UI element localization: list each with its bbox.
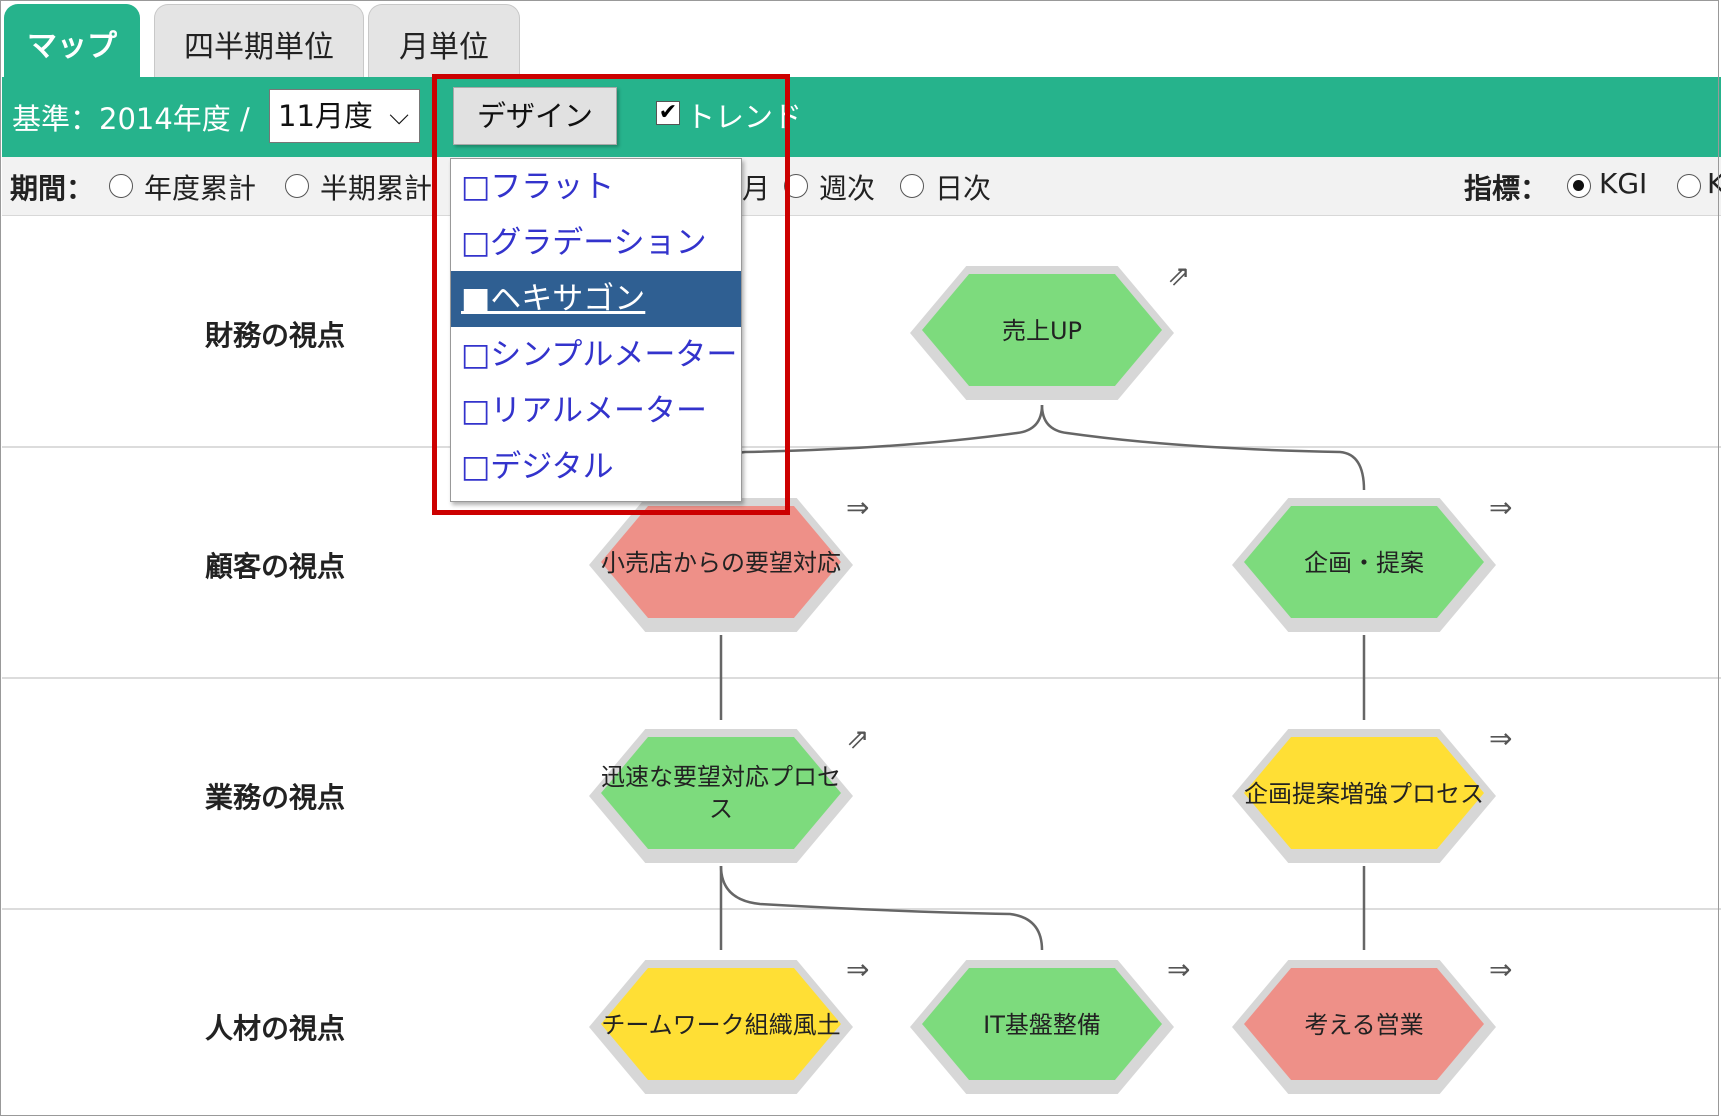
connector-line xyxy=(719,865,1044,951)
trend-flat-icon: ⇒ xyxy=(1167,953,1190,986)
row-label-finance: 財務の視点 xyxy=(205,319,346,352)
radio-yearly[interactable] xyxy=(109,174,133,198)
row-divider xyxy=(2,677,1721,679)
connector-line xyxy=(1040,404,1366,491)
design-option-hexagon[interactable]: ■ヘキサゴン xyxy=(451,271,741,327)
tab-quarterly[interactable]: 四半期単位 xyxy=(154,4,364,80)
node-label: 考える営業 xyxy=(1304,1011,1423,1039)
view-tabs: マップ 四半期単位 月単位 xyxy=(2,2,1721,80)
option-halfyear: 半期累計 xyxy=(320,172,433,205)
objective-node-planproc[interactable]: 企画提案増強プロセス⇒ xyxy=(1232,722,1512,863)
objective-node-team[interactable]: チームワーク組織風土⇒ xyxy=(589,953,869,1094)
month-select[interactable]: 11月度 ⌵ xyxy=(269,89,420,143)
node-status-fill xyxy=(601,737,841,849)
option-yearly: 年度累計 xyxy=(144,172,257,205)
node-label: 迅速な要望対応プロセス xyxy=(601,763,841,823)
node-status-fill xyxy=(922,274,1162,386)
design-dropdown: □フラット □グラデーション ■ヘキサゴン □シンプルメーター □リアルメーター… xyxy=(450,158,742,502)
indicator-label: 指標： xyxy=(1464,172,1549,205)
node-status-fill xyxy=(922,968,1162,1080)
period-bar: 期間： 年度累計 半期累計 月 週次 日次 指標： KGI K xyxy=(2,157,1721,216)
chevron-down-icon: ⌵ xyxy=(389,101,409,131)
node-label: IT基盤整備 xyxy=(983,1011,1101,1039)
radio-daily[interactable] xyxy=(900,174,924,198)
trend-flat-icon: ⇒ xyxy=(1489,491,1512,524)
trend-up-icon: ⇗ xyxy=(1167,259,1190,292)
month-value: 11月度 xyxy=(278,99,373,133)
option-kgi: KGI xyxy=(1599,167,1648,200)
radio-kgi[interactable] xyxy=(1567,174,1591,198)
trend-label: トレンド xyxy=(686,100,803,134)
trend-checkbox[interactable]: ✔ xyxy=(656,101,680,125)
node-label: 企画提案増強プロセス xyxy=(1244,780,1484,808)
node-label: チームワーク組織風土 xyxy=(601,1011,840,1039)
trend-flat-icon: ⇒ xyxy=(1489,953,1512,986)
objective-node-plan[interactable]: 企画・提案 ⇒ xyxy=(1232,491,1512,632)
option-month: 月 xyxy=(742,172,771,205)
objective-node-it[interactable]: IT基盤整備 ⇒ xyxy=(910,953,1190,1094)
objective-node-process[interactable]: 迅速な要望対応プロセス⇗ xyxy=(589,722,869,863)
node-label: 売上UP xyxy=(1002,317,1082,345)
highlight-frame xyxy=(432,74,790,515)
radio-halfyear[interactable] xyxy=(285,174,309,198)
row-label-people: 人材の視点 xyxy=(205,1012,346,1045)
design-option-gradation[interactable]: □グラデーション xyxy=(461,225,707,261)
toolbar: 基準：2014年度 / 11月度 ⌵ デザイン ✔ トレンド xyxy=(2,77,1721,157)
design-option-simple-meter[interactable]: □シンプルメーター xyxy=(461,337,738,373)
trend-flat-icon: ⇒ xyxy=(1489,722,1512,755)
node-label: 小売店からの要望対応 xyxy=(601,549,841,577)
trend-flat-icon: ⇒ xyxy=(846,491,869,524)
design-option-flat[interactable]: □フラット xyxy=(461,169,615,205)
node-label: 企画・提案 xyxy=(1304,549,1424,577)
connectors xyxy=(719,404,1366,951)
nodes-layer: 売上UP⇗小売店からの要望対応⇒企画・提案⇒迅速な要望対応プロセス⇗企画提案増強… xyxy=(589,259,1512,1094)
node-status-fill xyxy=(1244,968,1484,1080)
period-label: 期間： xyxy=(10,172,95,205)
objective-node-sales[interactable]: 売上UP ⇗ xyxy=(910,259,1190,400)
node-status-fill xyxy=(1244,506,1484,618)
tab-map[interactable]: マップ xyxy=(4,4,140,80)
node-status-fill xyxy=(601,968,841,1080)
option-kpi: K xyxy=(1707,167,1721,200)
design-option-real-meter[interactable]: □リアルメーター xyxy=(461,393,707,429)
objective-node-retail[interactable]: 小売店からの要望対応⇒ xyxy=(589,491,869,632)
tab-monthly[interactable]: 月単位 xyxy=(368,4,520,80)
row-label-customer: 顧客の視点 xyxy=(205,550,346,583)
node-status-fill xyxy=(601,506,841,618)
option-weekly: 週次 xyxy=(819,172,876,205)
trend-up-icon: ⇗ xyxy=(846,722,869,755)
row-label-process: 業務の視点 xyxy=(205,781,346,814)
trend-flat-icon: ⇒ xyxy=(846,953,869,986)
design-option-digital[interactable]: □デジタル xyxy=(461,449,614,485)
standard-year-label: 基準：2014年度 / xyxy=(12,102,250,136)
objective-node-think[interactable]: 考える営業 ⇒ xyxy=(1232,953,1512,1094)
option-daily: 日次 xyxy=(935,172,992,205)
radio-kpi[interactable] xyxy=(1677,174,1701,198)
node-status-fill xyxy=(1244,737,1484,849)
design-button[interactable]: デザイン xyxy=(453,87,617,145)
